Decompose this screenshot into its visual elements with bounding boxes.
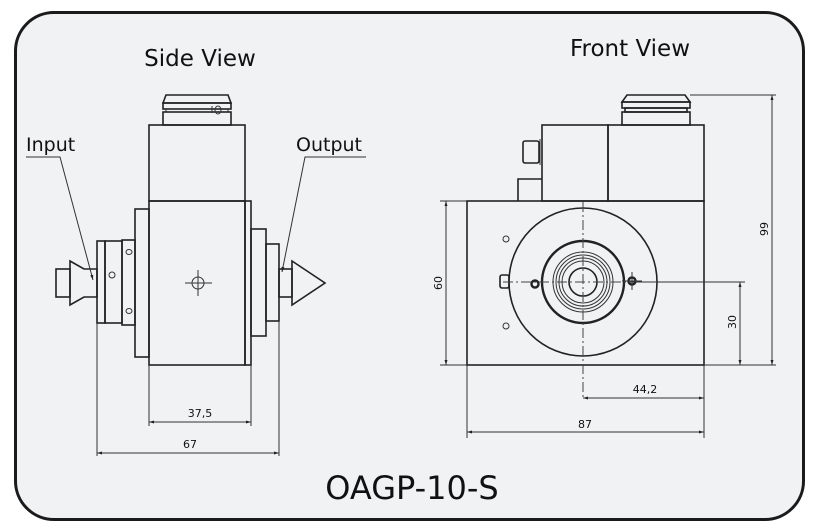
input-leader-line [26,156,94,281]
dim-overall-length: 67 [183,438,197,451]
side-crosshair-icon [185,270,212,296]
dim-center-offset: 44,2 [633,383,658,396]
dim-overall-width: 87 [578,418,592,431]
front-side-connector-icon [522,140,540,164]
input-label: Input [26,134,75,156]
front-view: Front View [432,36,776,438]
side-body-plate-right [244,200,252,366]
side-upper-block [148,124,246,202]
front-dimension-body-height: 60 [432,200,467,366]
output-leader-line [281,156,366,273]
side-view-title: Side View [144,46,256,72]
output-port-icon [278,259,327,307]
side-right-flange [250,228,267,337]
front-left-upper-block [541,124,609,202]
output-label: Output [296,134,362,156]
side-dimension-body-width: 37,5 [148,365,252,426]
side-left-flange [134,208,150,358]
front-dimension-center-offset: 44,2 [583,365,705,438]
front-main-body [466,200,705,366]
front-screw-icon [530,279,540,289]
front-pin-icon [622,272,642,290]
side-left-collar [104,240,123,324]
front-right-upper-block [607,124,705,202]
front-side-step [517,178,542,201]
model-name: OAGP-10-S [325,469,498,507]
side-right-collar [265,243,280,322]
dim-overall-height: 99 [758,222,771,236]
dim-body-height: 60 [432,276,445,290]
front-dimension-center-height: 30 [726,282,742,365]
dim-body-width: 37,5 [188,407,213,420]
side-left-ring [121,239,136,326]
front-view-title: Front View [570,36,690,62]
front-top-connector [620,94,692,126]
front-dimension-overall-width: 87 [466,365,704,438]
front-dimension-overall-height: 99 [690,94,776,366]
mount-hole-icon [502,235,510,243]
dim-center-height: 30 [726,315,739,329]
side-view: Side View [26,46,366,456]
side-top-connector [161,94,233,126]
input-port-icon [55,259,98,307]
side-dimension-overall-length: 67 [96,321,280,456]
mount-hole-icon [502,322,510,330]
drawing-frame [14,11,805,521]
